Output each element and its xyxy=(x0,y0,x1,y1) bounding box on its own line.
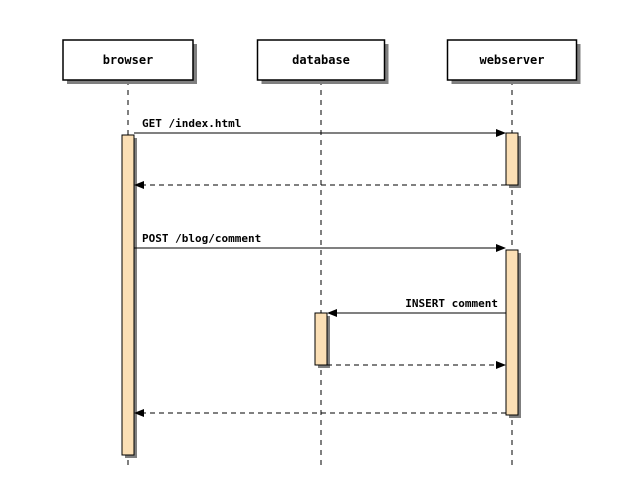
participant-label-webserver: webserver xyxy=(479,53,544,67)
participant-box-browser xyxy=(62,39,194,81)
message-label-2: POST /blog/comment xyxy=(142,232,261,245)
activation-bar-webserver xyxy=(505,249,519,416)
participant-box-database xyxy=(256,39,386,81)
activation-bar-webserver xyxy=(505,132,519,186)
message-arrowhead-5 xyxy=(134,409,144,417)
message-arrowhead-0 xyxy=(496,129,506,137)
message-label-0: GET /index.html xyxy=(142,117,241,130)
activation-bar-database xyxy=(314,312,328,366)
participant-label-browser: browser xyxy=(103,53,154,67)
message-arrowhead-4 xyxy=(496,361,506,369)
message-arrowhead-1 xyxy=(134,181,144,189)
message-label-3: INSERT comment xyxy=(405,297,498,310)
participant-box-webserver xyxy=(446,39,578,81)
message-arrowhead-2 xyxy=(496,244,506,252)
activation-bar-browser xyxy=(121,134,135,456)
participant-label-database: database xyxy=(292,53,350,67)
message-arrowhead-3 xyxy=(327,309,337,317)
